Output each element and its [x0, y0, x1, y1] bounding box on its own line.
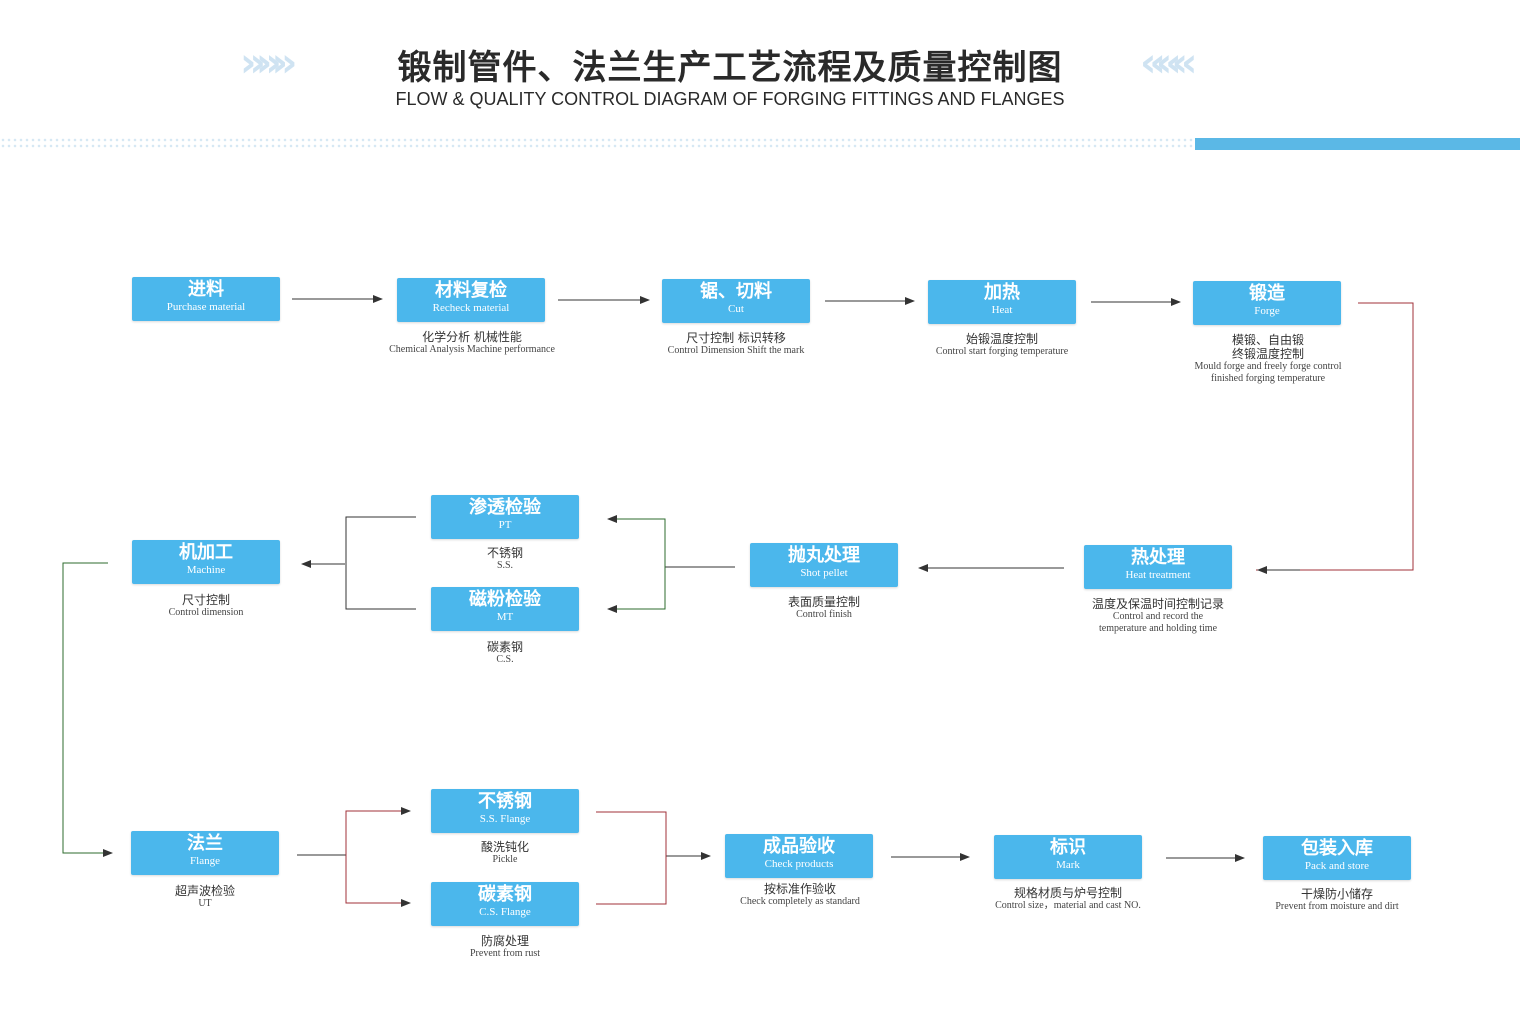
step-ss-flange: 不锈钢 S.S. Flange: [431, 789, 579, 833]
note-cut: 尺寸控制 标识转移 Control Dimension Shift the ma…: [667, 331, 805, 356]
note-flange: 超声波检验 UT: [174, 884, 235, 909]
step-mark: 标识 Mark: [994, 835, 1142, 879]
note-shot-pellet: 表面质量控制 Control finish: [787, 595, 860, 620]
header-blue-bar: [1195, 138, 1520, 150]
step-flange: 法兰 Flange: [131, 831, 279, 875]
diagram-title-cn: 锻制管件、法兰生产工艺流程及质量控制图: [397, 48, 1063, 88]
connector-split-to-pt: [607, 515, 666, 567]
note-forge: 模锻、自由锻 终锻温度控制 Mould forge and freely for…: [1194, 333, 1342, 384]
step-heat-treatment: 热处理 Heat treatment: [1084, 545, 1232, 589]
note-check-products: 按标准作验收 Check completely as standard: [740, 882, 860, 907]
note-heat-treatment: 温度及保温时间控制记录 Control and record the tempe…: [1091, 597, 1224, 634]
step-purchase-material: 进料 Purchase material: [132, 277, 280, 321]
connector-ss-cs-join: [596, 811, 667, 905]
note-recheck: 化学分析 机械性能 Chemical Analysis Machine perf…: [389, 330, 555, 355]
step-cs-flange: 碳素钢 C.S. Flange: [431, 882, 579, 926]
step-forge: 锻造 Forge: [1193, 281, 1341, 325]
header-dotted-band: [0, 137, 1195, 149]
connector-pt-mt-join: [345, 516, 416, 610]
connector-machine-to-flange: [62, 562, 113, 857]
note-cs-flange: 防腐处理 Prevent from rust: [470, 934, 540, 959]
step-shot-pellet: 抛丸处理 Shot pellet: [750, 543, 898, 587]
diagram-title-en: FLOW & QUALITY CONTROL DIAGRAM OF FORGIN…: [395, 89, 1065, 109]
step-mt-inspection: 磁粉检验 MT: [431, 587, 579, 631]
connector-split-to-mt: [607, 567, 666, 613]
step-pt-inspection: 渗透检验 PT: [431, 495, 579, 539]
note-heat: 始锻温度控制 Control start forging temperature: [935, 332, 1069, 357]
connector-forge-to-heattreat: [1256, 302, 1414, 571]
step-check-products: 成品验收 Check products: [725, 834, 873, 878]
step-pack-and-store: 包装入库 Pack and store: [1263, 836, 1411, 880]
note-pack-and-store: 干燥防小储存 Prevent from moisture and dirt: [1275, 887, 1399, 912]
note-mt: 碳素钢 C.S.: [486, 640, 523, 665]
connector-flange-to-ss: [345, 807, 411, 855]
note-mark: 规格材质与炉号控制 Control size，material and cast…: [995, 886, 1141, 911]
connector-flange-to-cs: [345, 855, 411, 907]
note-pt: 不锈钢 S.S.: [486, 546, 523, 571]
step-heat: 加热 Heat: [928, 280, 1076, 324]
step-machine: 机加工 Machine: [132, 540, 280, 584]
step-recheck-material: 材料复检 Recheck material: [397, 278, 545, 322]
note-machine: 尺寸控制 Control dimension: [168, 593, 244, 618]
note-ss-flange: 酸洗钝化 Pickle: [480, 840, 529, 865]
step-cut: 锯、切料 Cut: [662, 279, 810, 323]
